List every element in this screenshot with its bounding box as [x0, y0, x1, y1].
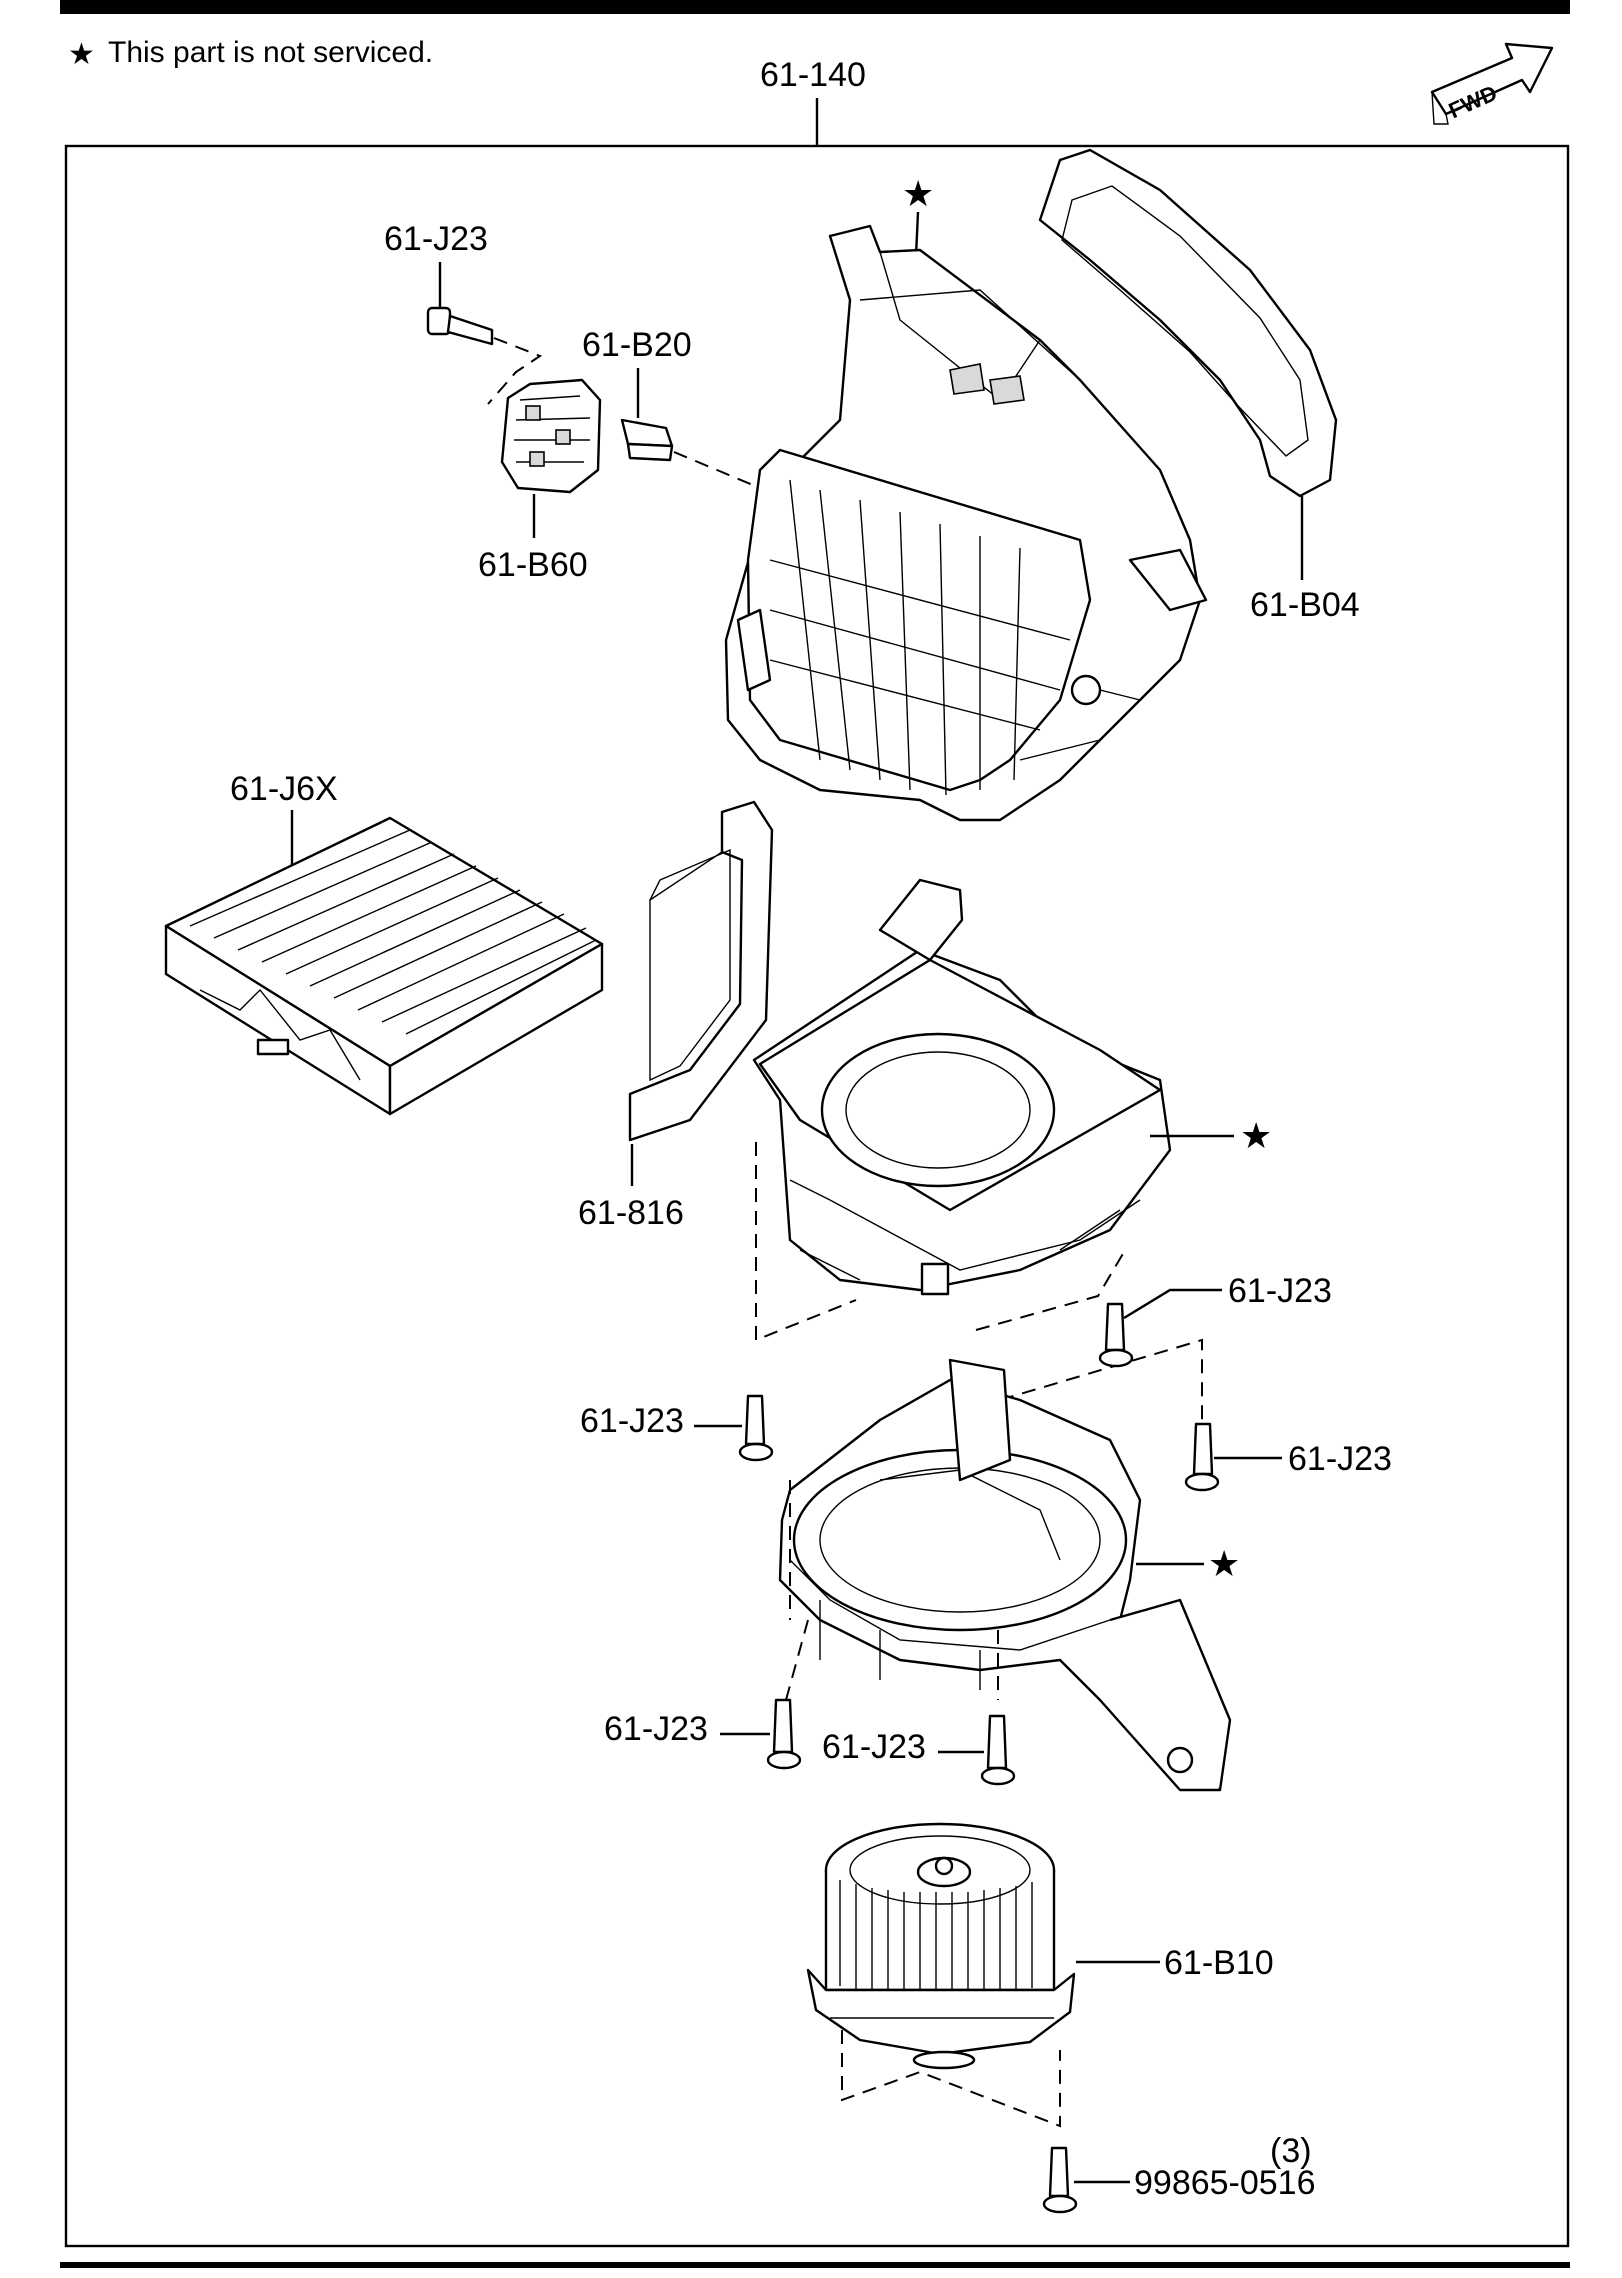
star-blower-case-icon: ★ [1208, 1543, 1240, 1584]
callout-61-j23-right-upper: 61-J23 [1228, 1272, 1332, 1310]
screw-99865-0516 [1042, 2146, 1078, 2214]
callout-99865-0516: 99865-0516 [1134, 2164, 1316, 2202]
cabin-filter-j6x [164, 816, 604, 1116]
callout-61-b60: 61-B60 [478, 546, 588, 584]
intake-case [752, 878, 1172, 1296]
callout-61-j6x: 61-J6X [230, 770, 338, 808]
callout-screw-qty: (3) [1270, 2132, 1312, 2170]
callout-61-b10: 61-B10 [1164, 1944, 1274, 1982]
callout-61-j23-right-mid: 61-J23 [1288, 1440, 1392, 1478]
note-text: This part is not serviced. [108, 36, 433, 69]
assembly-frame [64, 144, 1570, 2248]
screw-top [426, 306, 494, 346]
callout-61-j23-top: 61-J23 [384, 220, 488, 258]
bottom-rule [60, 2262, 1570, 2268]
callout-61-j23-left-low: 61-J23 [604, 1710, 708, 1748]
blower-motor-b10 [806, 1822, 1076, 2070]
callout-61-b20: 61-B20 [582, 326, 692, 364]
callout-61-j23-center-low: 61-J23 [822, 1728, 926, 1766]
screw-left-mid [738, 1394, 774, 1462]
screw-right-mid [1184, 1422, 1220, 1492]
fwd-arrow-icon: FWD [1430, 42, 1554, 125]
note-star-icon: ★ [68, 38, 95, 71]
star-upper-housing-icon: ★ [902, 173, 934, 214]
star-intake-case-icon: ★ [1240, 1115, 1272, 1156]
upper-housing [724, 224, 1208, 822]
top-rule [60, 0, 1570, 14]
gasket-816 [628, 800, 774, 1142]
callout-61-j23-left-mid: 61-J23 [580, 1402, 684, 1440]
screw-center-low [980, 1714, 1016, 1786]
blower-case [778, 1358, 1232, 1792]
seal-b04 [1038, 148, 1338, 498]
callout-61-b04: 61-B04 [1250, 586, 1360, 624]
screw-left-low [766, 1698, 802, 1770]
callout-61-816: 61-816 [578, 1194, 684, 1232]
resistor-b60 [500, 378, 602, 494]
callout-61-140: 61-140 [760, 56, 866, 94]
connector-b20 [620, 418, 674, 462]
screw-right-upper [1098, 1302, 1134, 1368]
